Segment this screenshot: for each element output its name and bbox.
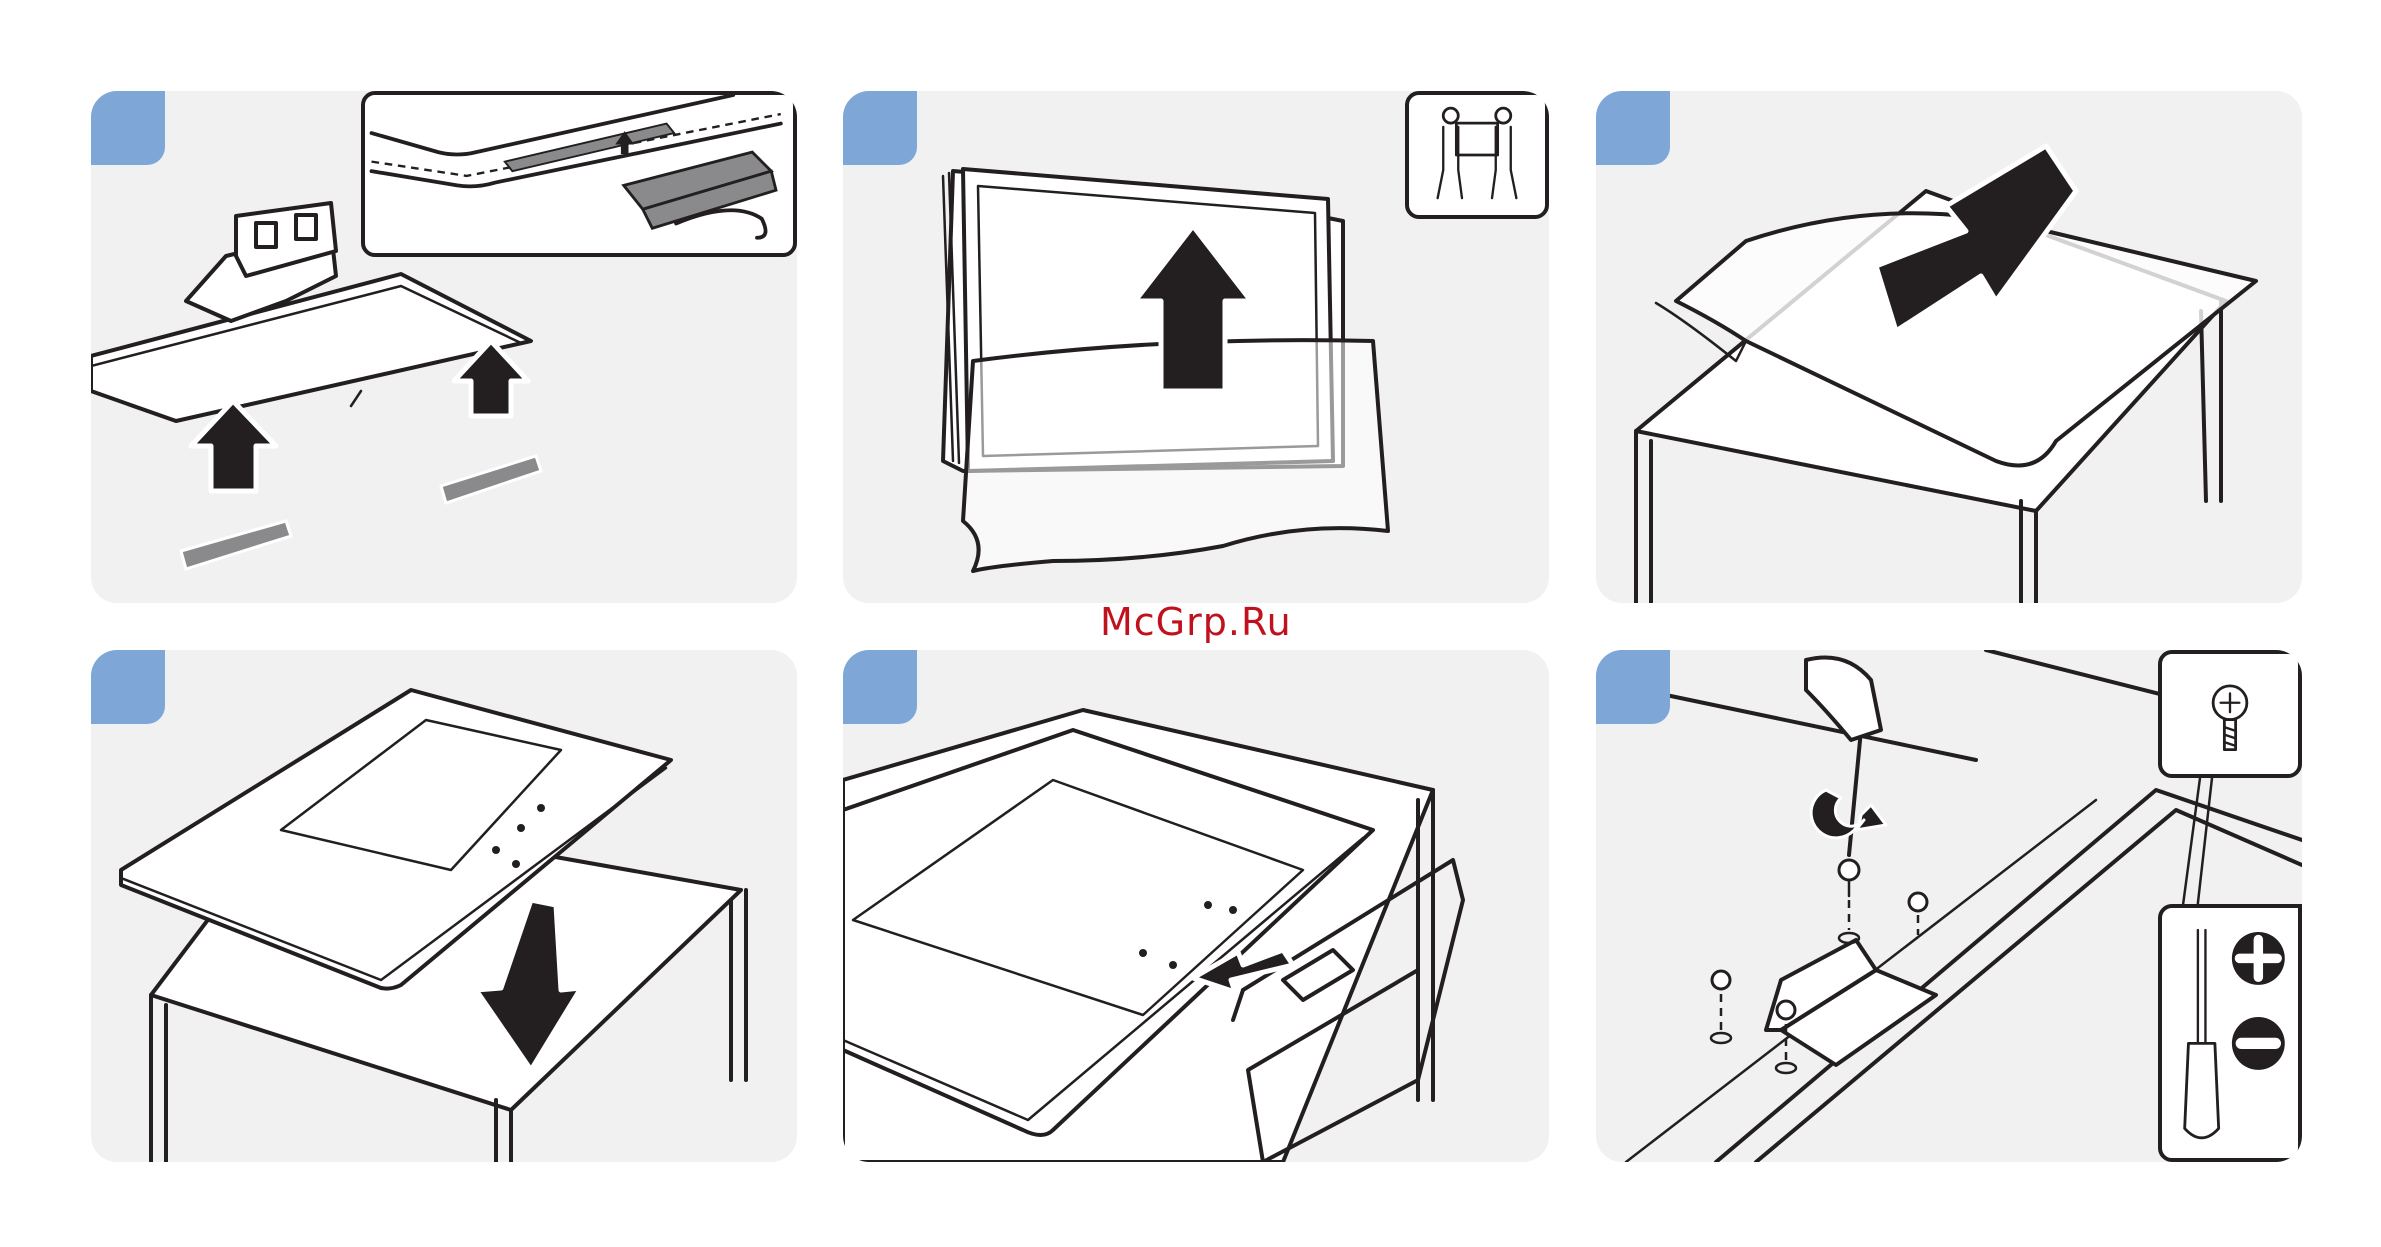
step-4-panel (91, 650, 797, 1162)
tape-detail-inset (361, 91, 797, 257)
tape-peel-icon (365, 95, 793, 253)
step-2-badge (843, 91, 917, 165)
step-1-badge (91, 91, 165, 165)
step-5-panel (843, 650, 1549, 1162)
step-6-badge (1596, 650, 1670, 724)
step-6-panel (1596, 650, 2302, 1162)
step-2-panel (843, 91, 1549, 603)
insert-stand-illustration (843, 650, 1549, 1162)
step-1-panel (91, 91, 797, 603)
step-3-badge (1596, 91, 1670, 165)
watermark-text: McGrp.Ru (1100, 600, 1292, 644)
screw-icon (2162, 654, 2298, 774)
screwdriver-icon (2162, 908, 2298, 1158)
step-5-badge (843, 650, 917, 724)
screw-inset (2158, 650, 2302, 778)
step-4-badge (91, 650, 165, 724)
tv-face-down-illustration (91, 650, 797, 1162)
two-person-inset (1405, 91, 1549, 219)
screw-mark (1839, 860, 1859, 943)
cloth-on-table-illustration (1596, 91, 2302, 603)
step-3-panel (1596, 91, 2302, 603)
screwdriver-inset (2158, 904, 2302, 1162)
two-people-icon (1409, 95, 1545, 215)
